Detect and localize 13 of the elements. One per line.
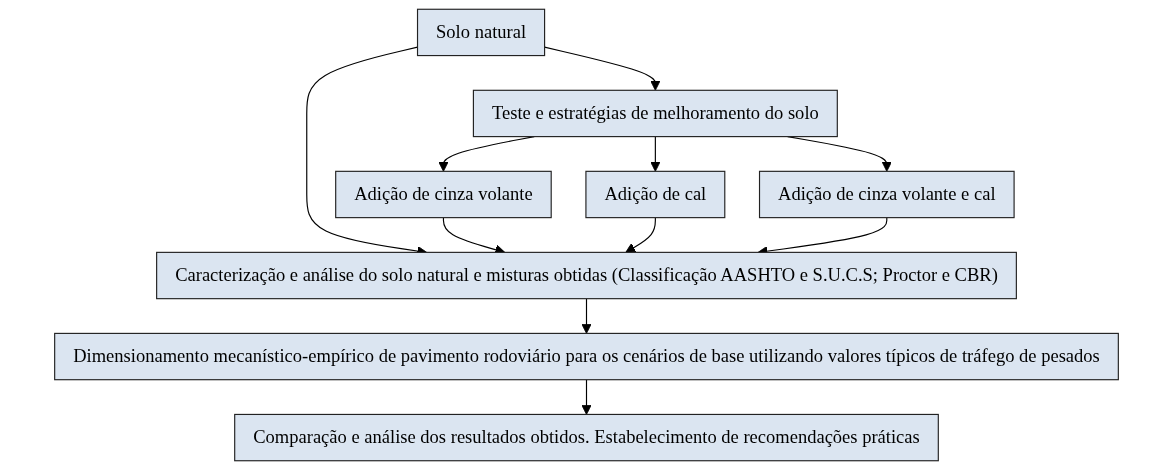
node-box: Adição de cal (585, 170, 726, 219)
node-box: Caracterização e análise do solo natural e misturas obtidas (Classificação AASHTO e S.U.C.S; Proctor e CBR) (156, 251, 1017, 300)
node-box: Dimensionamento mecanístico-empírico de pavimento rodoviário para os cenários de base utilizando valores típicos de tráfego de pesados (54, 332, 1119, 381)
arrow (581, 379, 592, 415)
node-box: Solo natural (416, 8, 546, 57)
arrow (650, 136, 661, 172)
arrow (581, 298, 592, 334)
node-box: Adição de cinza volante (335, 170, 552, 219)
arrow (625, 217, 656, 253)
node-box: Teste e estratégias de melhoramento do solo (472, 89, 838, 138)
arrow (544, 46, 661, 91)
node-box: Adição de cinza volante e cal (758, 170, 1015, 219)
node-box: Comparação e análise dos resultados obtidos. Estabelecimento de recomendações práticas (234, 413, 939, 462)
